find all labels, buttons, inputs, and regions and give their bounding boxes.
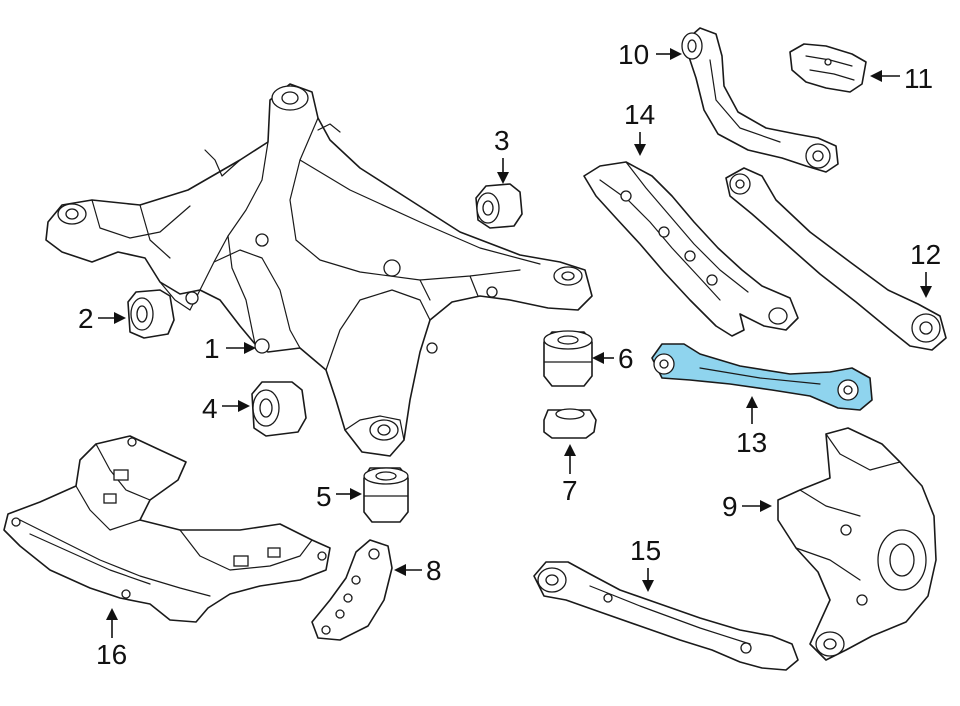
- part-crossmember: [45, 83, 593, 457]
- callout-label-6: 6: [618, 343, 634, 374]
- part-bracket-8: [311, 539, 393, 641]
- callout-11: 11: [870, 63, 933, 94]
- callout-label-9: 9: [722, 491, 738, 522]
- part-knuckle-9: [777, 427, 937, 661]
- callout-label-7: 7: [562, 475, 578, 506]
- callout-label-12: 12: [910, 239, 941, 270]
- callout-label-8: 8: [426, 555, 442, 586]
- callout-label-11: 11: [904, 63, 933, 94]
- part-bushing-2: [127, 289, 175, 339]
- callout-15: 15: [630, 535, 661, 592]
- callout-2: 2: [78, 303, 126, 334]
- callout-14: 14: [624, 99, 655, 156]
- callout-10: 10: [618, 39, 682, 70]
- callout-9: 9: [722, 491, 772, 522]
- callout-label-5: 5: [316, 481, 332, 512]
- callout-6: 6: [592, 343, 634, 374]
- callout-label-4: 4: [202, 393, 218, 424]
- callout-label-16: 16: [96, 639, 127, 670]
- callout-4: 4: [202, 393, 250, 424]
- part-link-12: [725, 167, 947, 351]
- callout-5: 5: [316, 481, 362, 512]
- callout-1: 1: [204, 333, 256, 364]
- callout-7: 7: [562, 444, 578, 506]
- callout-label-14: 14: [624, 99, 655, 130]
- part-bushing-3: [475, 183, 523, 229]
- callout-label-3: 3: [494, 125, 510, 156]
- part-bushing-6: [543, 330, 593, 387]
- callout-16: 16: [96, 608, 127, 670]
- callout-8: 8: [394, 555, 442, 586]
- callout-13: 13: [736, 396, 767, 458]
- part-bushing-4: [251, 381, 307, 437]
- callout-label-13: 13: [736, 427, 767, 458]
- callout-label-1: 1: [204, 333, 220, 364]
- callout-label-10: 10: [618, 39, 649, 70]
- part-trailing-arm-15: [533, 561, 799, 671]
- part-bracket-11: [789, 43, 867, 93]
- callout-label-15: 15: [630, 535, 661, 566]
- part-bushing-7: [543, 408, 597, 439]
- part-shield-plate-16: [3, 435, 331, 623]
- part-lower-arm-14: [583, 161, 799, 337]
- part-bushing-5: [363, 467, 409, 523]
- callout-3: 3: [494, 125, 510, 184]
- callout-12: 12: [910, 239, 941, 298]
- callout-label-2: 2: [78, 303, 94, 334]
- part-upper-arm-10: [681, 27, 839, 173]
- part-highlighted-arm-13: [651, 343, 873, 411]
